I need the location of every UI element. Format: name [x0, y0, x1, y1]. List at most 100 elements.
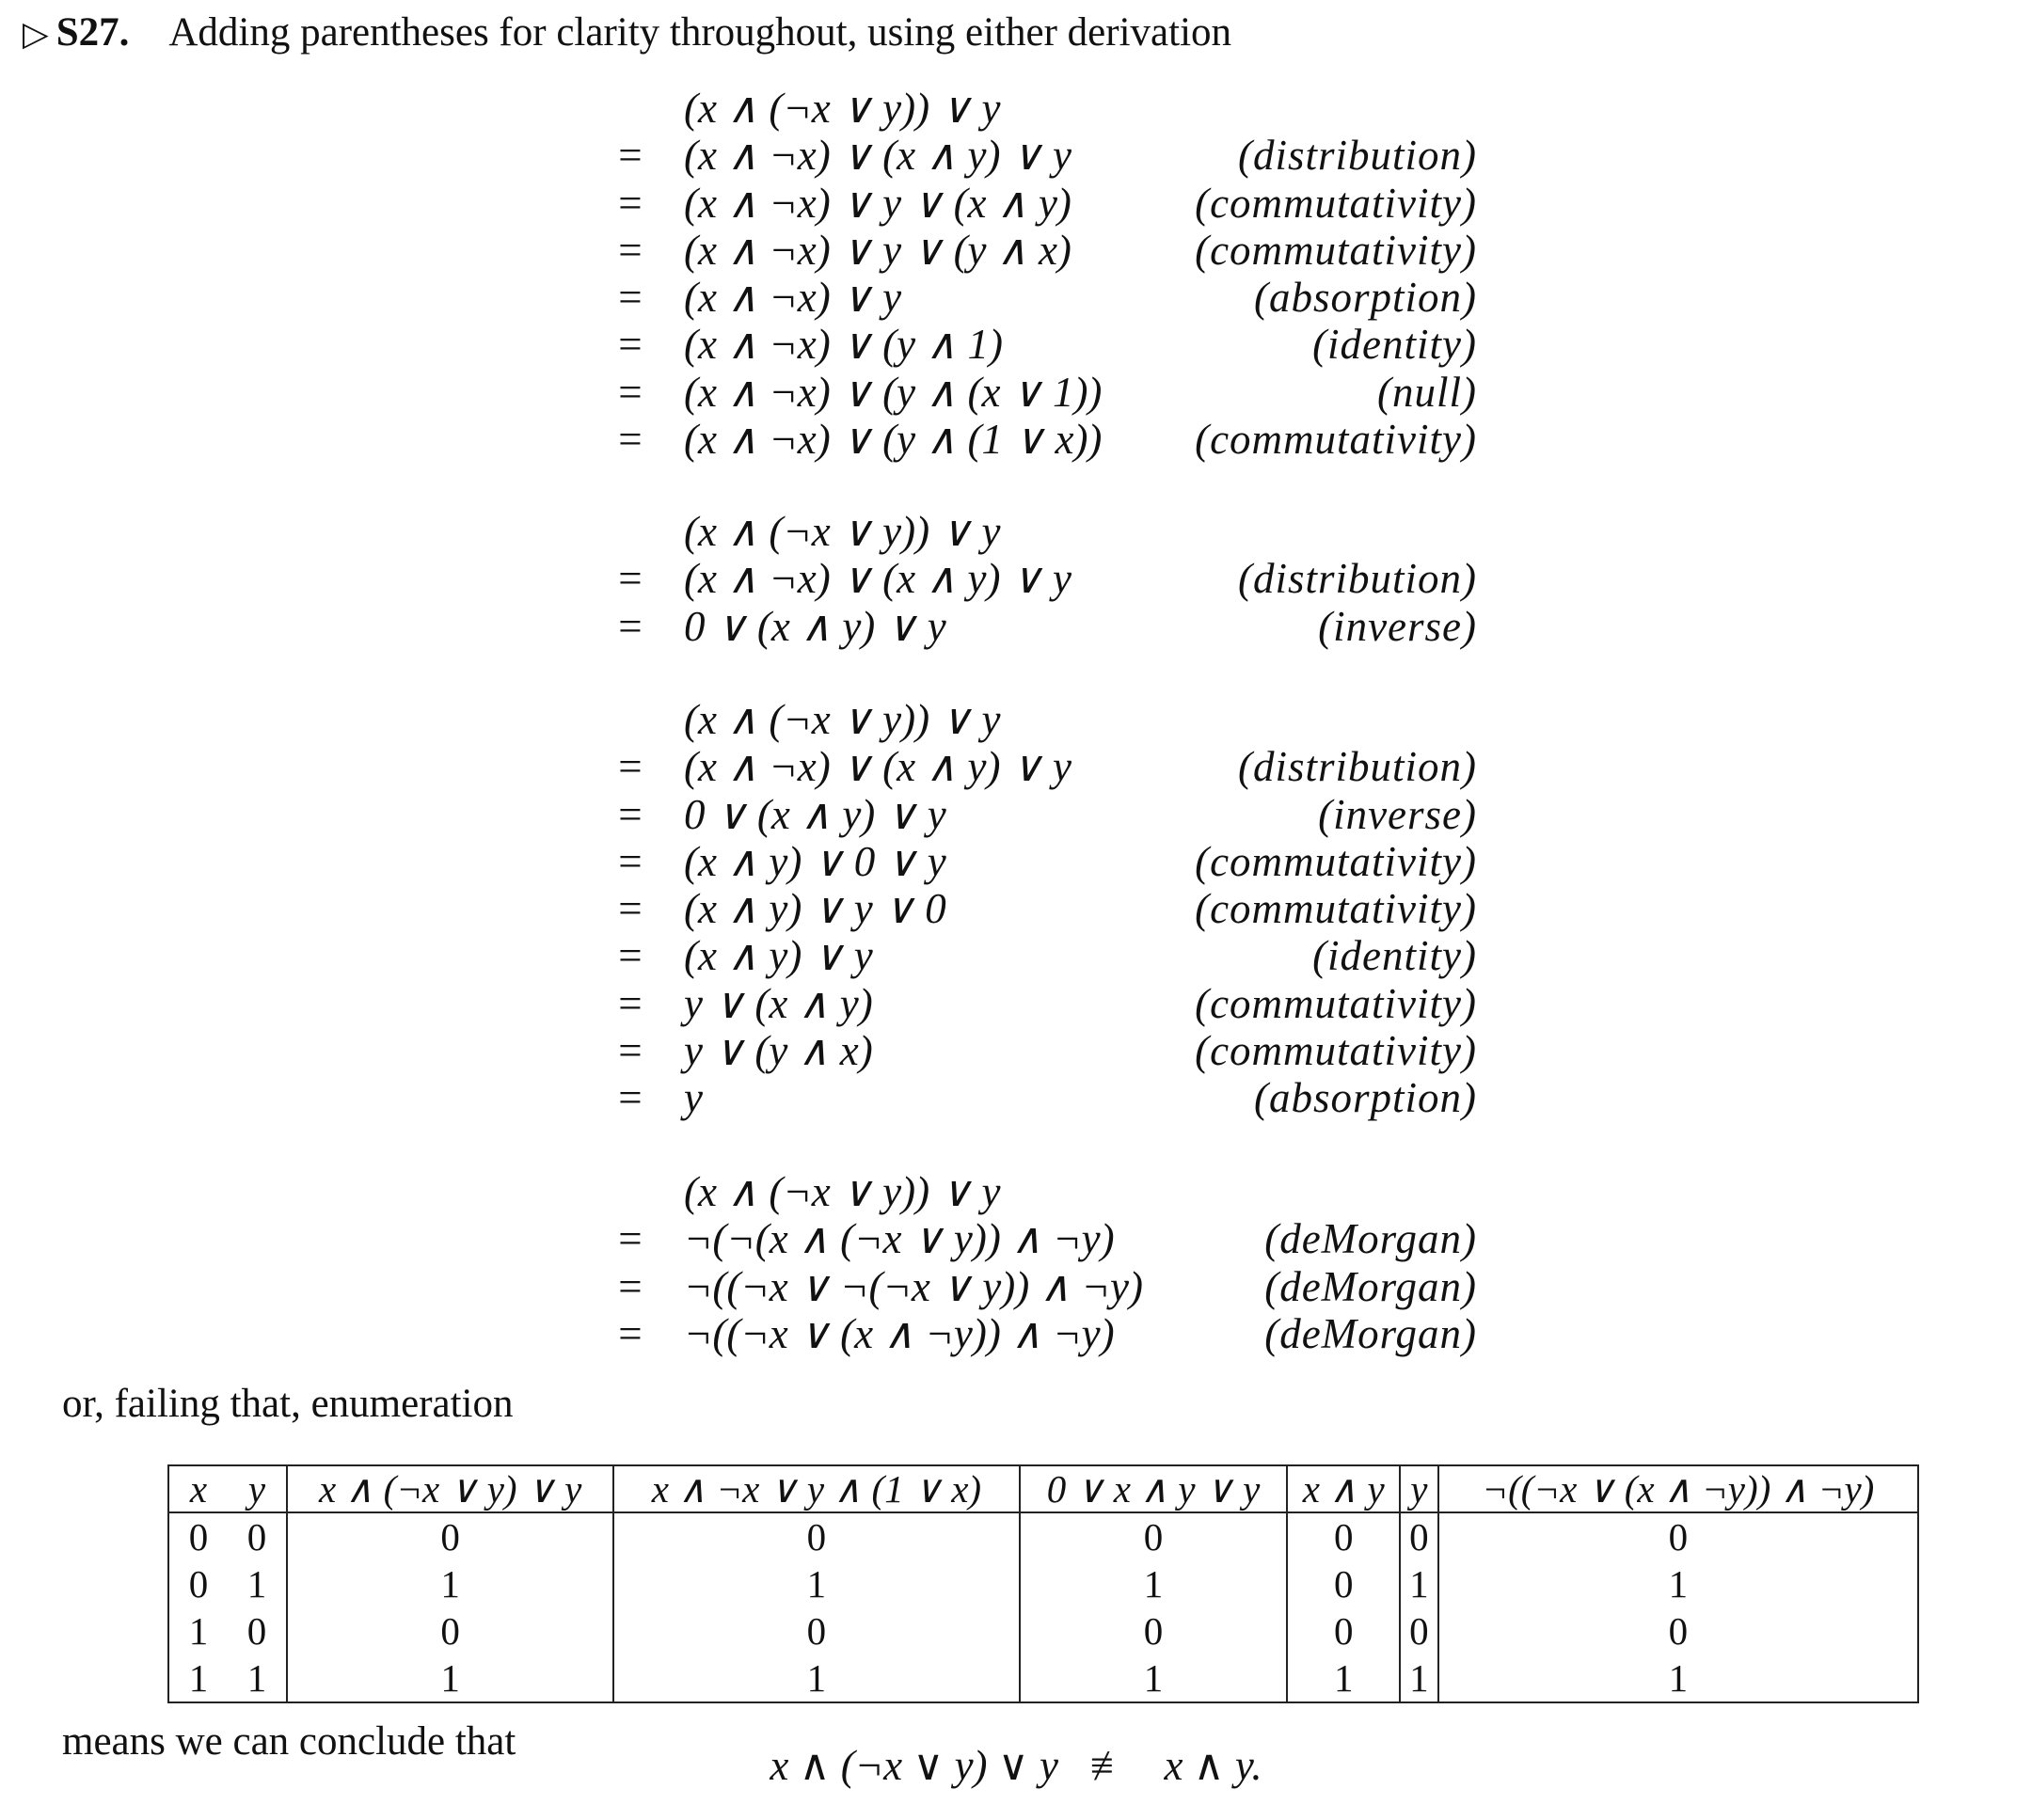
exercise-number: S27. [56, 10, 130, 55]
derivation-step: =(x ∧ ¬x) ∨ (y ∧ (1 ∨ x))(commutativity) [602, 416, 1477, 463]
exercise-intro-text: Adding parentheses for clarity throughou… [168, 10, 1232, 55]
table-cell: 0 [1286, 1560, 1401, 1607]
step-expression: (x ∧ y) ∨ y ∨ 0 [684, 885, 946, 933]
step-expression: (x ∧ (¬x ∨ y)) ∨ y [684, 696, 1001, 743]
derivation-step: = y ∨ (y ∧ x) (commutativity) [602, 1027, 1477, 1074]
truth-table: x y x ∧ (¬x ∨ y) ∨ y x ∧ ¬x ∨ y ∧ (1 ∨ x… [167, 1464, 1920, 1703]
step-justification: (commutativity) [1195, 179, 1477, 227]
table-cell: 0 [1437, 1607, 1920, 1654]
step-expression: ¬((¬x ∨ (x ∧ ¬y)) ∧ ¬y) [684, 1309, 1115, 1357]
step-expression: (x ∧ (¬x ∨ y)) ∨ y [684, 1168, 1001, 1215]
step-justification: (distribution) [1237, 743, 1477, 791]
step-justification: (null) [1377, 368, 1477, 416]
step-justification: (commutativity) [1195, 416, 1477, 464]
equals-sign: = [618, 226, 643, 274]
derivation-4: (x ∧ (¬x ∨ y)) ∨ y = ¬(¬(x ∧ (¬x ∨ y)) ∧ ¬… [602, 1168, 1477, 1357]
derivation-step: =(x ∧ y) ∨ y ∨ 0(commutativity) [602, 885, 1477, 932]
step-expression: y ∨ (y ∧ x) [684, 1027, 873, 1075]
derivation-step: = (x ∧ ¬x) ∨ y ∨ (x ∧ y) (commutativity) [602, 180, 1477, 227]
equals-sign: = [618, 368, 643, 416]
derivation-step: =y(absorption) [602, 1074, 1477, 1121]
table-cell: 1 [167, 1654, 228, 1702]
derivation-step: =(x ∧ ¬x) ∨ (x ∧ y) ∨ y(distribution) [602, 132, 1477, 179]
derivation-1: (x ∧ (¬x ∨ y)) ∨ y = (x ∧ ¬x) ∨ (x ∧ y) ∨ … [602, 85, 1477, 463]
triangle-marker-icon: ▷ [23, 15, 49, 53]
derivation-step: (x ∧ (¬x ∨ y)) ∨ y [602, 508, 1477, 555]
step-expression: (x ∧ ¬x) ∨ (y ∧ (x ∨ 1)) [684, 368, 1103, 416]
step-justification: (distribution) [1237, 132, 1477, 180]
step-expression: y [684, 1074, 703, 1122]
step-expression: (x ∧ ¬x) ∨ (x ∧ y) ∨ y [684, 555, 1072, 603]
equals-sign: = [618, 885, 643, 933]
step-expression: 0 ∨ (x ∧ y) ∨ y [684, 602, 946, 650]
step-justification: (identity) [1312, 932, 1477, 980]
exercise-heading: ▷S27. Adding parentheses for clarity thro… [23, 9, 1231, 55]
derivation-step: = ¬(¬(x ∧ (¬x ∨ y)) ∧ ¬y) (deMorgan) [602, 1215, 1477, 1262]
step-justification: (deMorgan) [1264, 1215, 1477, 1263]
step-justification: (commutativity) [1195, 837, 1477, 885]
conclusion-intro: means we can conclude that [62, 1719, 516, 1764]
equals-sign: = [618, 790, 643, 838]
table-cell: 1 [167, 1607, 228, 1654]
equals-sign: = [618, 1309, 643, 1357]
step-justification: (deMorgan) [1264, 1309, 1477, 1357]
derivation-step: =¬((¬x ∨ ¬(¬x ∨ y)) ∧ ¬y)(deMorgan) [602, 1263, 1477, 1310]
step-expression: (x ∧ y) ∨ 0 ∨ y [684, 837, 946, 885]
equals-sign: = [618, 1262, 643, 1310]
table-cell: 0 [285, 1607, 615, 1654]
step-expression: ¬((¬x ∨ ¬(¬x ∨ y)) ∧ ¬y) [684, 1262, 1143, 1310]
step-justification: (absorption) [1254, 1074, 1477, 1122]
derivation-step: = (x ∧ ¬x) ∨ (y ∧ (x ∨ 1)) (null) [602, 369, 1477, 416]
step-expression: (x ∧ ¬x) ∨ y ∨ (y ∧ x) [684, 226, 1072, 274]
step-justification: (commutativity) [1195, 1027, 1477, 1075]
equals-sign: = [618, 743, 643, 791]
table-cell: 0 [1437, 1512, 1920, 1560]
conclusion-rhs: x ∧ y. [1164, 1742, 1262, 1789]
header-y: y [228, 1465, 288, 1513]
table-cell: 1 [1398, 1560, 1439, 1607]
table-cell: 1 [285, 1654, 615, 1702]
step-expression: ¬(¬(x ∧ (¬x ∨ y)) ∧ ¬y) [684, 1215, 1115, 1263]
table-cell: 0 [1286, 1607, 1401, 1654]
derivation-step: =y ∨ (x ∧ y)(commutativity) [602, 980, 1477, 1027]
header-y-only: y [1398, 1465, 1439, 1513]
step-justification: (absorption) [1254, 274, 1477, 322]
step-expression: (x ∧ ¬x) ∨ (x ∧ y) ∨ y [684, 132, 1072, 180]
table-cell: 0 [285, 1512, 615, 1560]
step-expression: (x ∧ (¬x ∨ y)) ∨ y [684, 85, 1001, 132]
step-expression: (x ∧ ¬x) ∨ (x ∧ y) ∨ y [684, 743, 1072, 791]
equals-sign: = [618, 416, 643, 464]
derivation-step: = (x ∧ ¬x) ∨ (x ∧ y) ∨ y (distribution) [602, 743, 1477, 790]
equals-sign: = [618, 1215, 643, 1263]
equals-sign: = [618, 179, 643, 227]
equals-sign: = [618, 321, 643, 369]
table-cell: 0 [228, 1512, 288, 1560]
step-expression: (x ∧ (¬x ∨ y)) ∨ y [684, 508, 1001, 555]
derivation-step: (x ∧ (¬x ∨ y)) ∨ y [602, 696, 1477, 743]
step-expression: 0 ∨ (x ∧ y) ∨ y [684, 790, 946, 838]
table-cell: 1 [1018, 1654, 1289, 1702]
table-cell: 1 [228, 1654, 288, 1702]
table-cell: 1 [228, 1560, 288, 1607]
derivation-step: = ¬((¬x ∨ (x ∧ ¬y)) ∧ ¬y) (deMorgan) [602, 1310, 1477, 1357]
header-x-and-y: x ∧ y [1286, 1465, 1401, 1513]
derivation-2: (x ∧ (¬x ∨ y)) ∨ y=(x ∧ ¬x) ∨ (x ∧ y) ∨ … [602, 508, 1477, 650]
equals-sign: = [618, 1027, 643, 1075]
header-derivation-1-expr: x ∧ ¬x ∨ y ∧ (1 ∨ x) [612, 1465, 1021, 1513]
derivation-3: (x ∧ (¬x ∨ y)) ∨ y = (x ∧ ¬x) ∨ (x ∧ y) ∨ … [602, 696, 1477, 1122]
step-justification: (inverse) [1318, 790, 1477, 838]
step-justification: (commutativity) [1195, 979, 1477, 1027]
header-demorgan-expr: ¬((¬x ∨ (x ∧ ¬y)) ∧ ¬y) [1437, 1465, 1920, 1513]
derivation-step: =(x ∧ ¬x) ∨ y(absorption) [602, 274, 1477, 321]
derivation-step: =(x ∧ ¬x) ∨ (x ∧ y) ∨ y(distribution) [602, 555, 1477, 602]
table-cell: 1 [1398, 1654, 1439, 1702]
derivation-step: =(x ∧ y) ∨ y(identity) [602, 932, 1477, 979]
derivation-step: (x ∧ (¬x ∨ y)) ∨ y [602, 1168, 1477, 1215]
derivation-step: =(x ∧ ¬x) ∨ y ∨ (y ∧ x)(commutativity) [602, 227, 1477, 274]
equals-sign: = [618, 837, 643, 885]
step-expression: (x ∧ y) ∨ y [684, 932, 873, 980]
step-expression: (x ∧ ¬x) ∨ y ∨ (x ∧ y) [684, 179, 1072, 227]
